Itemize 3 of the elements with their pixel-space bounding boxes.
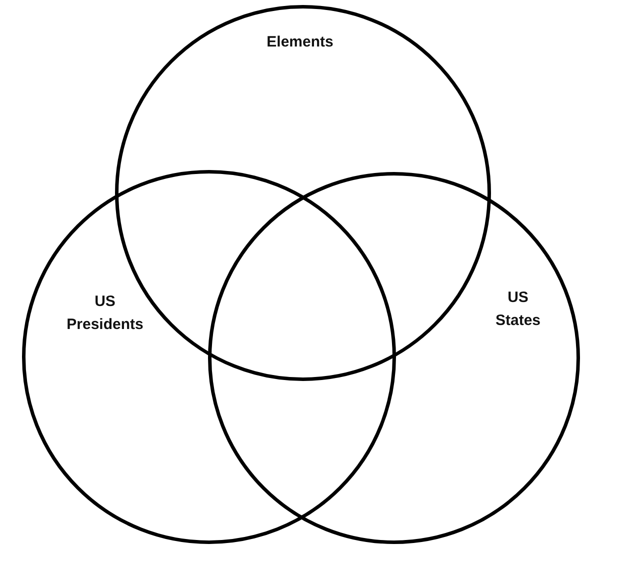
set-label: US States — [496, 288, 540, 331]
set-label: US Presidents — [66, 292, 144, 335]
set-label: Elements — [266, 32, 334, 52]
